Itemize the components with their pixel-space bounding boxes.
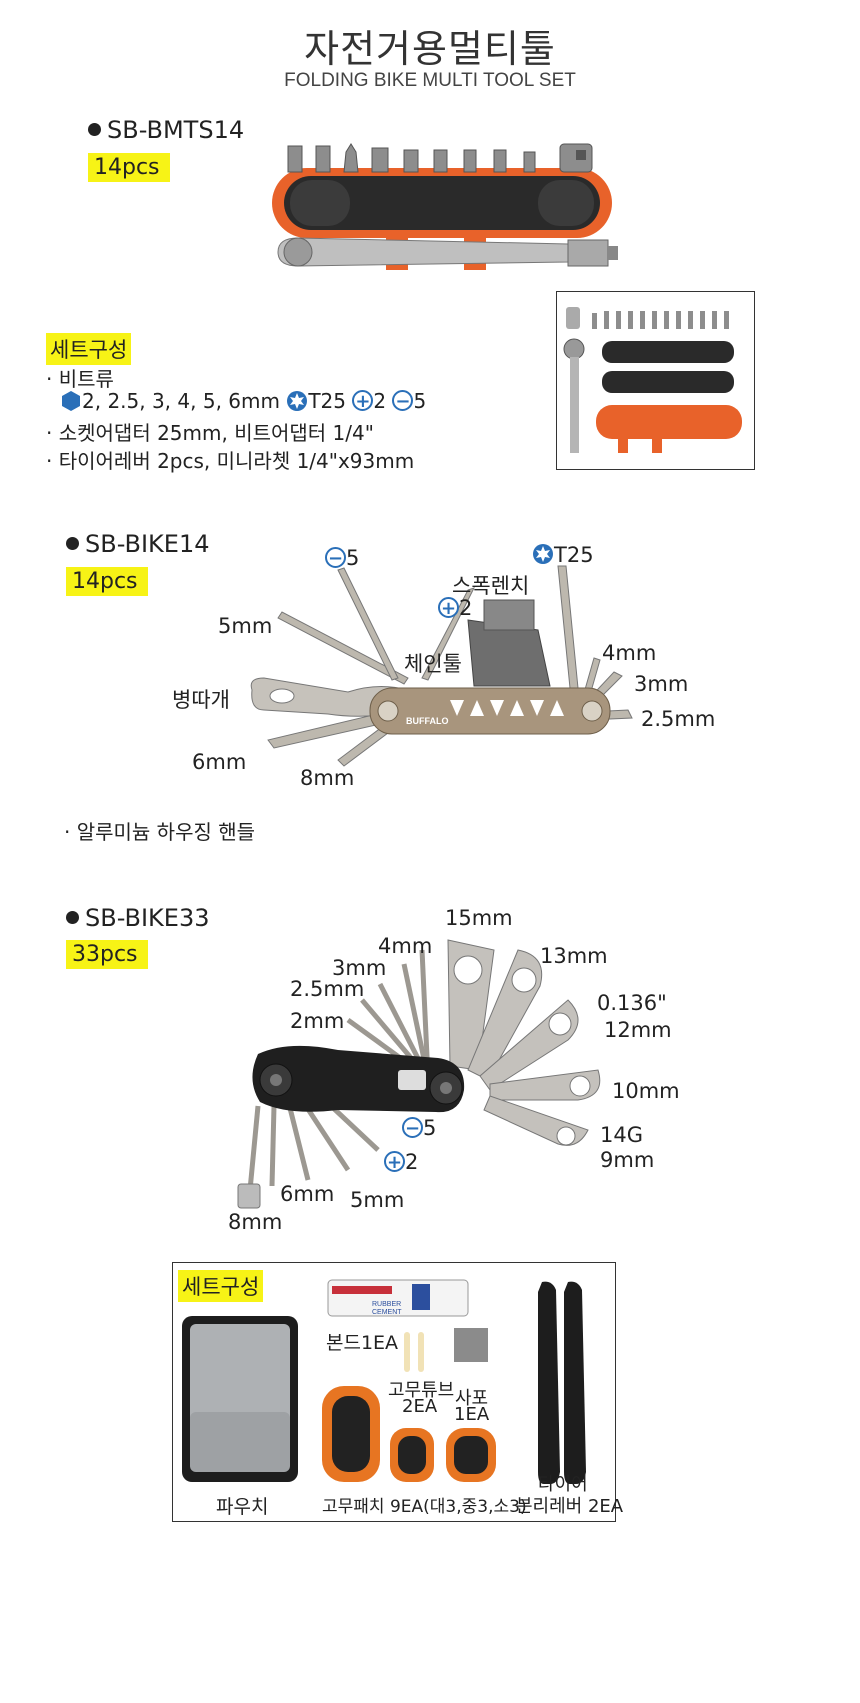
kit-contents-image: RUBBER CEMENT <box>182 1279 586 1484</box>
spec-line-lever: · 타이어레버 2pcs, 미니라쳇 1/4"x93mm <box>46 449 415 473</box>
label-8mm: 8mm <box>228 1210 283 1234</box>
label-9mm: 9mm <box>600 1148 655 1172</box>
label-spoke-wrench: 스폭렌치 <box>452 574 530 598</box>
label-spoke-0136: 0.136" <box>597 991 667 1015</box>
label-phillips-2: +2 <box>438 596 472 620</box>
kit-label-bond: 본드1EA <box>326 1332 399 1354</box>
bullet-icon <box>88 122 101 136</box>
kit-heading: 세트구성 <box>178 1270 264 1302</box>
label-2-5mm: 2.5mm <box>641 707 716 731</box>
kit-label-pouch: 파우치 <box>216 1496 269 1518</box>
kit-label-sandpaper: 사포 <box>455 1388 489 1409</box>
phillips-icon: + <box>352 390 374 411</box>
label-8mm: 8mm <box>300 766 355 790</box>
set-heading-1: 세트구성 <box>46 333 132 365</box>
bullet-icon <box>66 536 79 550</box>
flat-icon: − <box>325 546 346 568</box>
label-chain-tool: 체인툴 <box>404 652 462 676</box>
torx-icon <box>533 544 553 564</box>
svg-text:RUBBER: RUBBER <box>372 1301 401 1308</box>
product-model-1: SB-BMTS14 <box>88 116 244 144</box>
label-2-5mm: 2.5mm <box>290 977 365 1001</box>
label-phillips-2: +2 <box>384 1150 418 1174</box>
label-flat-5: −5 <box>325 546 359 570</box>
label-torx-t25: T25 <box>532 543 594 567</box>
label-12mm: 12mm <box>604 1018 672 1042</box>
label-4mm: 4mm <box>378 934 433 958</box>
label-5mm: 5mm <box>218 614 273 638</box>
pcs-badge-1: 14pcs <box>88 153 170 182</box>
brand-logo: BUFFALO <box>406 716 449 726</box>
hex-icon <box>62 390 80 411</box>
page-subtitle: FOLDING BIKE MULTI TOOL SET <box>284 70 576 91</box>
kit-label-tube-qty: 2EA <box>402 1396 438 1417</box>
spec-line-bits: · 비트류 <box>46 367 114 391</box>
spec-line-socket: · 소켓어댑터 25mm, 비트어댑터 1/4" <box>46 421 374 445</box>
label-13mm: 13mm <box>540 944 608 968</box>
label-bottle-opener: 병따개 <box>172 688 230 712</box>
product-model-2: SB-BIKE14 <box>66 530 210 558</box>
kit-label-patch: 고무패치 9EA(대3,중3,소3) <box>322 1497 527 1517</box>
product-model-3: SB-BIKE33 <box>66 904 210 932</box>
label-6mm: 6mm <box>192 750 247 774</box>
label-5mm: 5mm <box>350 1188 405 1212</box>
svg-text:CEMENT: CEMENT <box>372 1309 402 1316</box>
pcs-badge-3: 33pcs <box>66 940 148 969</box>
flat-icon: − <box>402 1116 423 1138</box>
label-flat-5: −5 <box>402 1116 436 1140</box>
set-contents-photo-frame <box>556 291 755 470</box>
label-4mm: 4mm <box>602 641 657 665</box>
label-3mm: 3mm <box>634 672 689 696</box>
multitool-bike14-image: BUFFALO <box>250 565 633 767</box>
spec-line-hex-sizes: 2, 2.5, 3, 4, 5, 6mm T25 +2 −5 <box>60 389 426 414</box>
note-aluminium-handle: · 알루미늄 하우징 핸들 <box>64 820 256 844</box>
label-6mm: 6mm <box>280 1182 335 1206</box>
bullet-icon <box>66 910 79 924</box>
kit-label-lever: 타이어 <box>538 1474 588 1495</box>
set-contents-photo <box>563 307 742 453</box>
kit-label-sandpaper-qty: 1EA <box>454 1404 490 1425</box>
label-2mm: 2mm <box>290 1009 345 1033</box>
label-14g: 14G <box>600 1123 643 1147</box>
multitool-ratchet-image <box>272 143 618 270</box>
phillips-icon: + <box>438 596 459 618</box>
pcs-badge-2: 14pcs <box>66 567 148 596</box>
kit-label-lever-qty: 분리레버 2EA <box>516 1496 624 1517</box>
phillips-icon: + <box>384 1150 405 1172</box>
label-15mm: 15mm <box>445 906 513 930</box>
flat-icon: − <box>392 390 414 411</box>
kit-label-tube: 고무튜브 <box>388 1380 455 1401</box>
label-10mm: 10mm <box>612 1079 680 1103</box>
kit-box <box>172 1262 616 1522</box>
torx-icon <box>287 390 308 411</box>
label-3mm: 3mm <box>332 956 387 980</box>
multitool-bike33-image <box>237 939 601 1209</box>
page-title: 자전거용멀티툴 <box>304 27 556 71</box>
